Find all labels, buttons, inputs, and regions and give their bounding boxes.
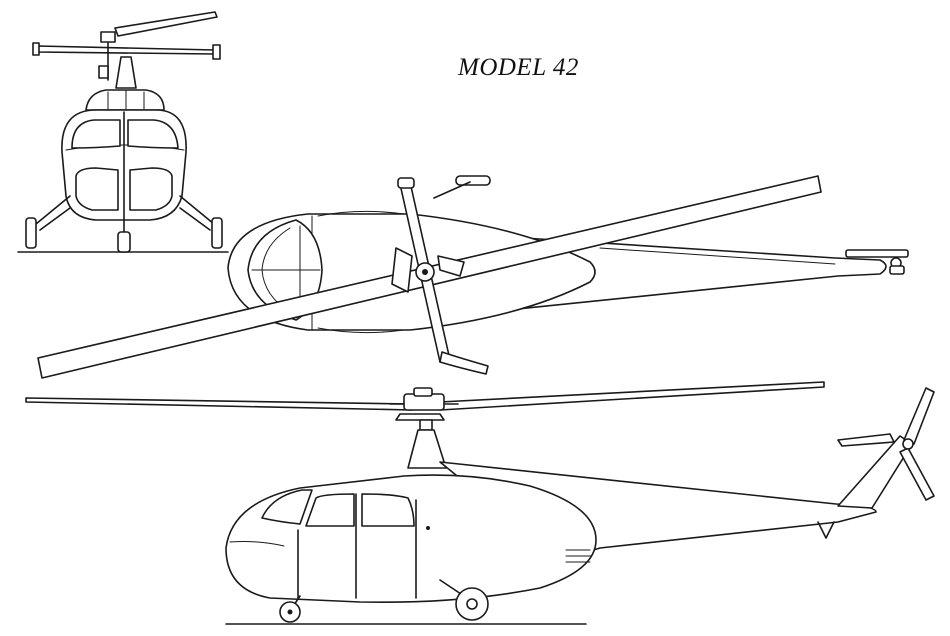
side-window-front: [305, 493, 355, 527]
side-engine-vent: [565, 549, 593, 563]
front-landing-gear: [25, 195, 223, 253]
top-tail-rotor: [845, 249, 909, 275]
side-rotor-head: [389, 387, 459, 431]
side-mast-fairing: [407, 429, 447, 469]
side-landing-gear: [279, 579, 489, 623]
front-view: [17, 11, 229, 253]
side-tail-fin: [837, 435, 913, 509]
side-rotor-blade-right: [439, 381, 825, 411]
front-rotor: [32, 11, 221, 81]
side-windshield: [261, 489, 313, 525]
side-horizontal-stabilizer: [837, 433, 895, 447]
front-window-upper-left: [71, 119, 121, 149]
front-window-lower-left: [75, 167, 119, 211]
front-engine-cowl: [85, 89, 165, 111]
drawing-title: MODEL 42: [458, 54, 579, 81]
front-window-lower-right: [129, 167, 173, 211]
top-rotor-hub: [391, 175, 491, 375]
side-view: [25, 381, 935, 625]
front-window-upper-right: [127, 119, 179, 149]
side-window-rear: [361, 493, 415, 527]
side-tail-rotor: [899, 387, 935, 501]
side-rotor-blade-left: [25, 397, 413, 411]
side-door-handle: [426, 526, 430, 530]
front-mast-fairing: [115, 56, 137, 89]
top-view: [37, 175, 909, 379]
side-cabin: [225, 474, 597, 604]
